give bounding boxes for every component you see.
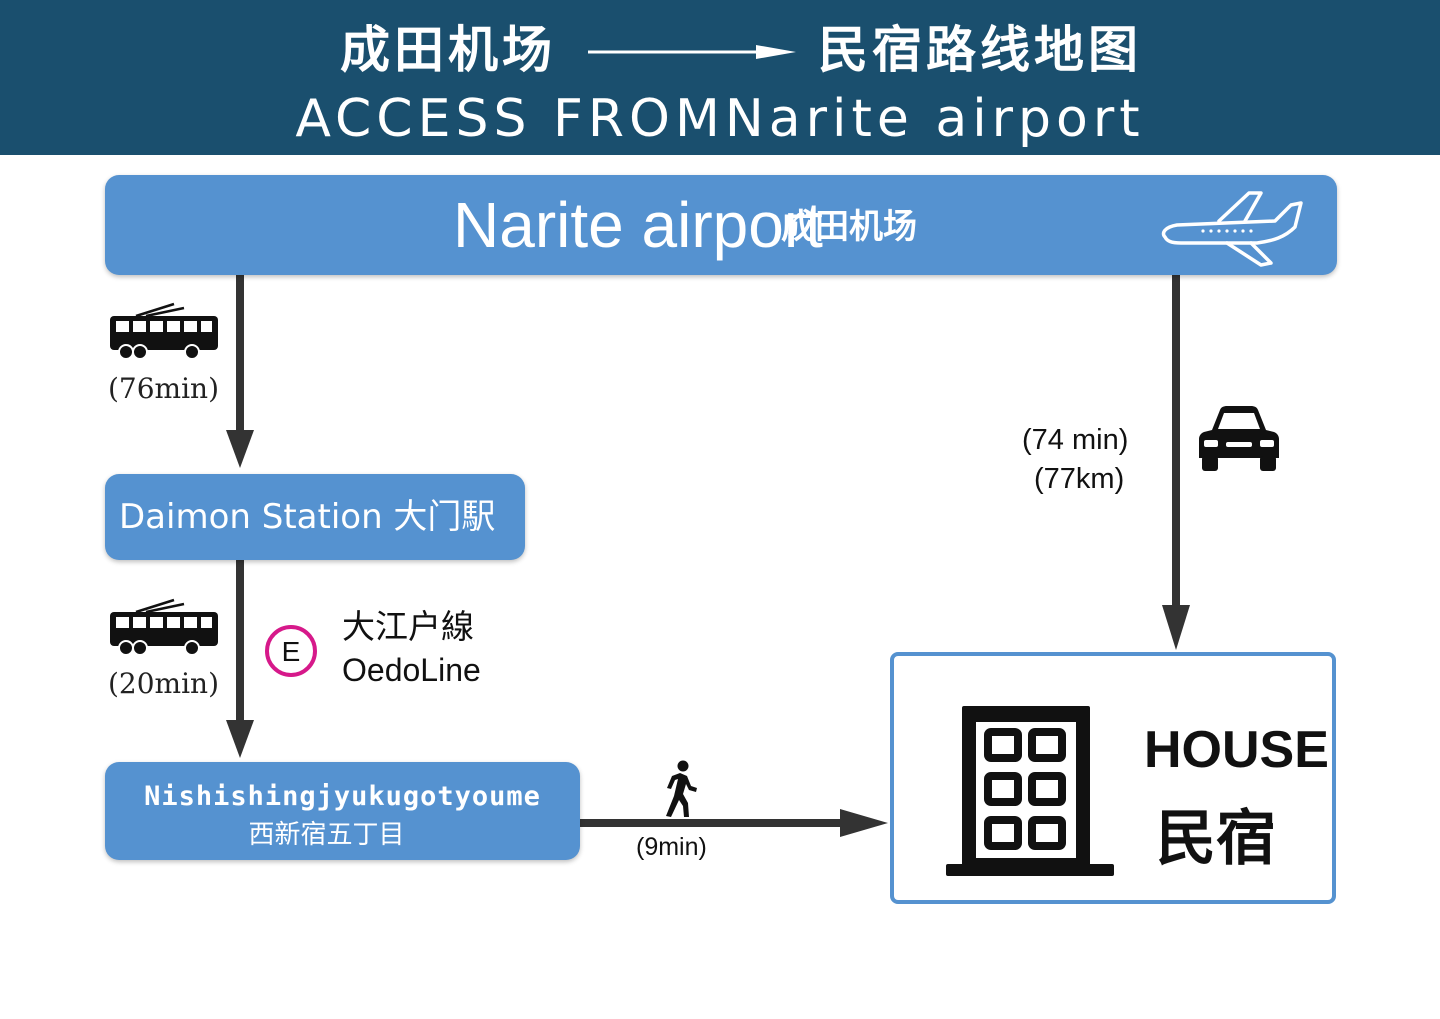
arrowhead-nishi (226, 720, 254, 758)
header-banner: 成田机场 民宿路线地图 ACCESS FROMNarite airport (0, 0, 1440, 155)
nishishinjuku-box: Nishishingjyukugotyoume 西新宿五丁目 (105, 762, 580, 860)
airplane-icon (1161, 191, 1303, 267)
house-name-en: HOUSE (1144, 721, 1329, 779)
arrowhead-house-top (1162, 605, 1190, 650)
oedo-line-name-cn: 大江户線 (342, 608, 474, 645)
daimon-station-box: Daimon Station 大门駅 (105, 474, 525, 560)
bus-icon (110, 598, 218, 656)
oedo-line-badge: E (265, 625, 317, 677)
bus-time-20: (20min) (108, 667, 220, 700)
header-to: 民宿路线地图 (818, 21, 1142, 79)
header-subtitle: ACCESS FROMNarite airport (295, 89, 1145, 149)
oedo-line-name-en: OedoLine (342, 652, 481, 688)
car-time: (74 min) (1022, 424, 1129, 456)
header-from: 成田机场 (340, 21, 556, 79)
walk-time: (9min) (636, 833, 707, 861)
bus-time-76: (76min) (108, 372, 220, 405)
airport-box: Narite airport 成田机场 (105, 175, 1337, 275)
nishishinjuku-name-en: Nishishingjyukugotyoume (144, 781, 541, 812)
arrowhead-house-side (840, 809, 888, 837)
walking-person-icon (666, 760, 697, 817)
car-icon (1199, 406, 1279, 471)
bus-icon (110, 302, 218, 360)
building-icon (946, 706, 1114, 876)
header-title-row: 成田机场 民宿路线地图 (0, 20, 1440, 80)
house-name-cn: 民宿 (1156, 804, 1276, 874)
oedo-line-badge-letter: E (282, 636, 301, 667)
nishishinjuku-name-cn: 西新宿五丁目 (248, 820, 405, 850)
car-distance: (77km) (1034, 463, 1125, 495)
daimon-station-label: Daimon Station 大门駅 (119, 497, 496, 537)
airport-name-cn: 成田机场 (781, 207, 917, 247)
arrowhead-daimon (226, 430, 254, 468)
airport-name-en: Narite airport (453, 189, 823, 261)
header-arrow-icon (588, 45, 796, 59)
house-box: HOUSE 民宿 (890, 652, 1336, 904)
